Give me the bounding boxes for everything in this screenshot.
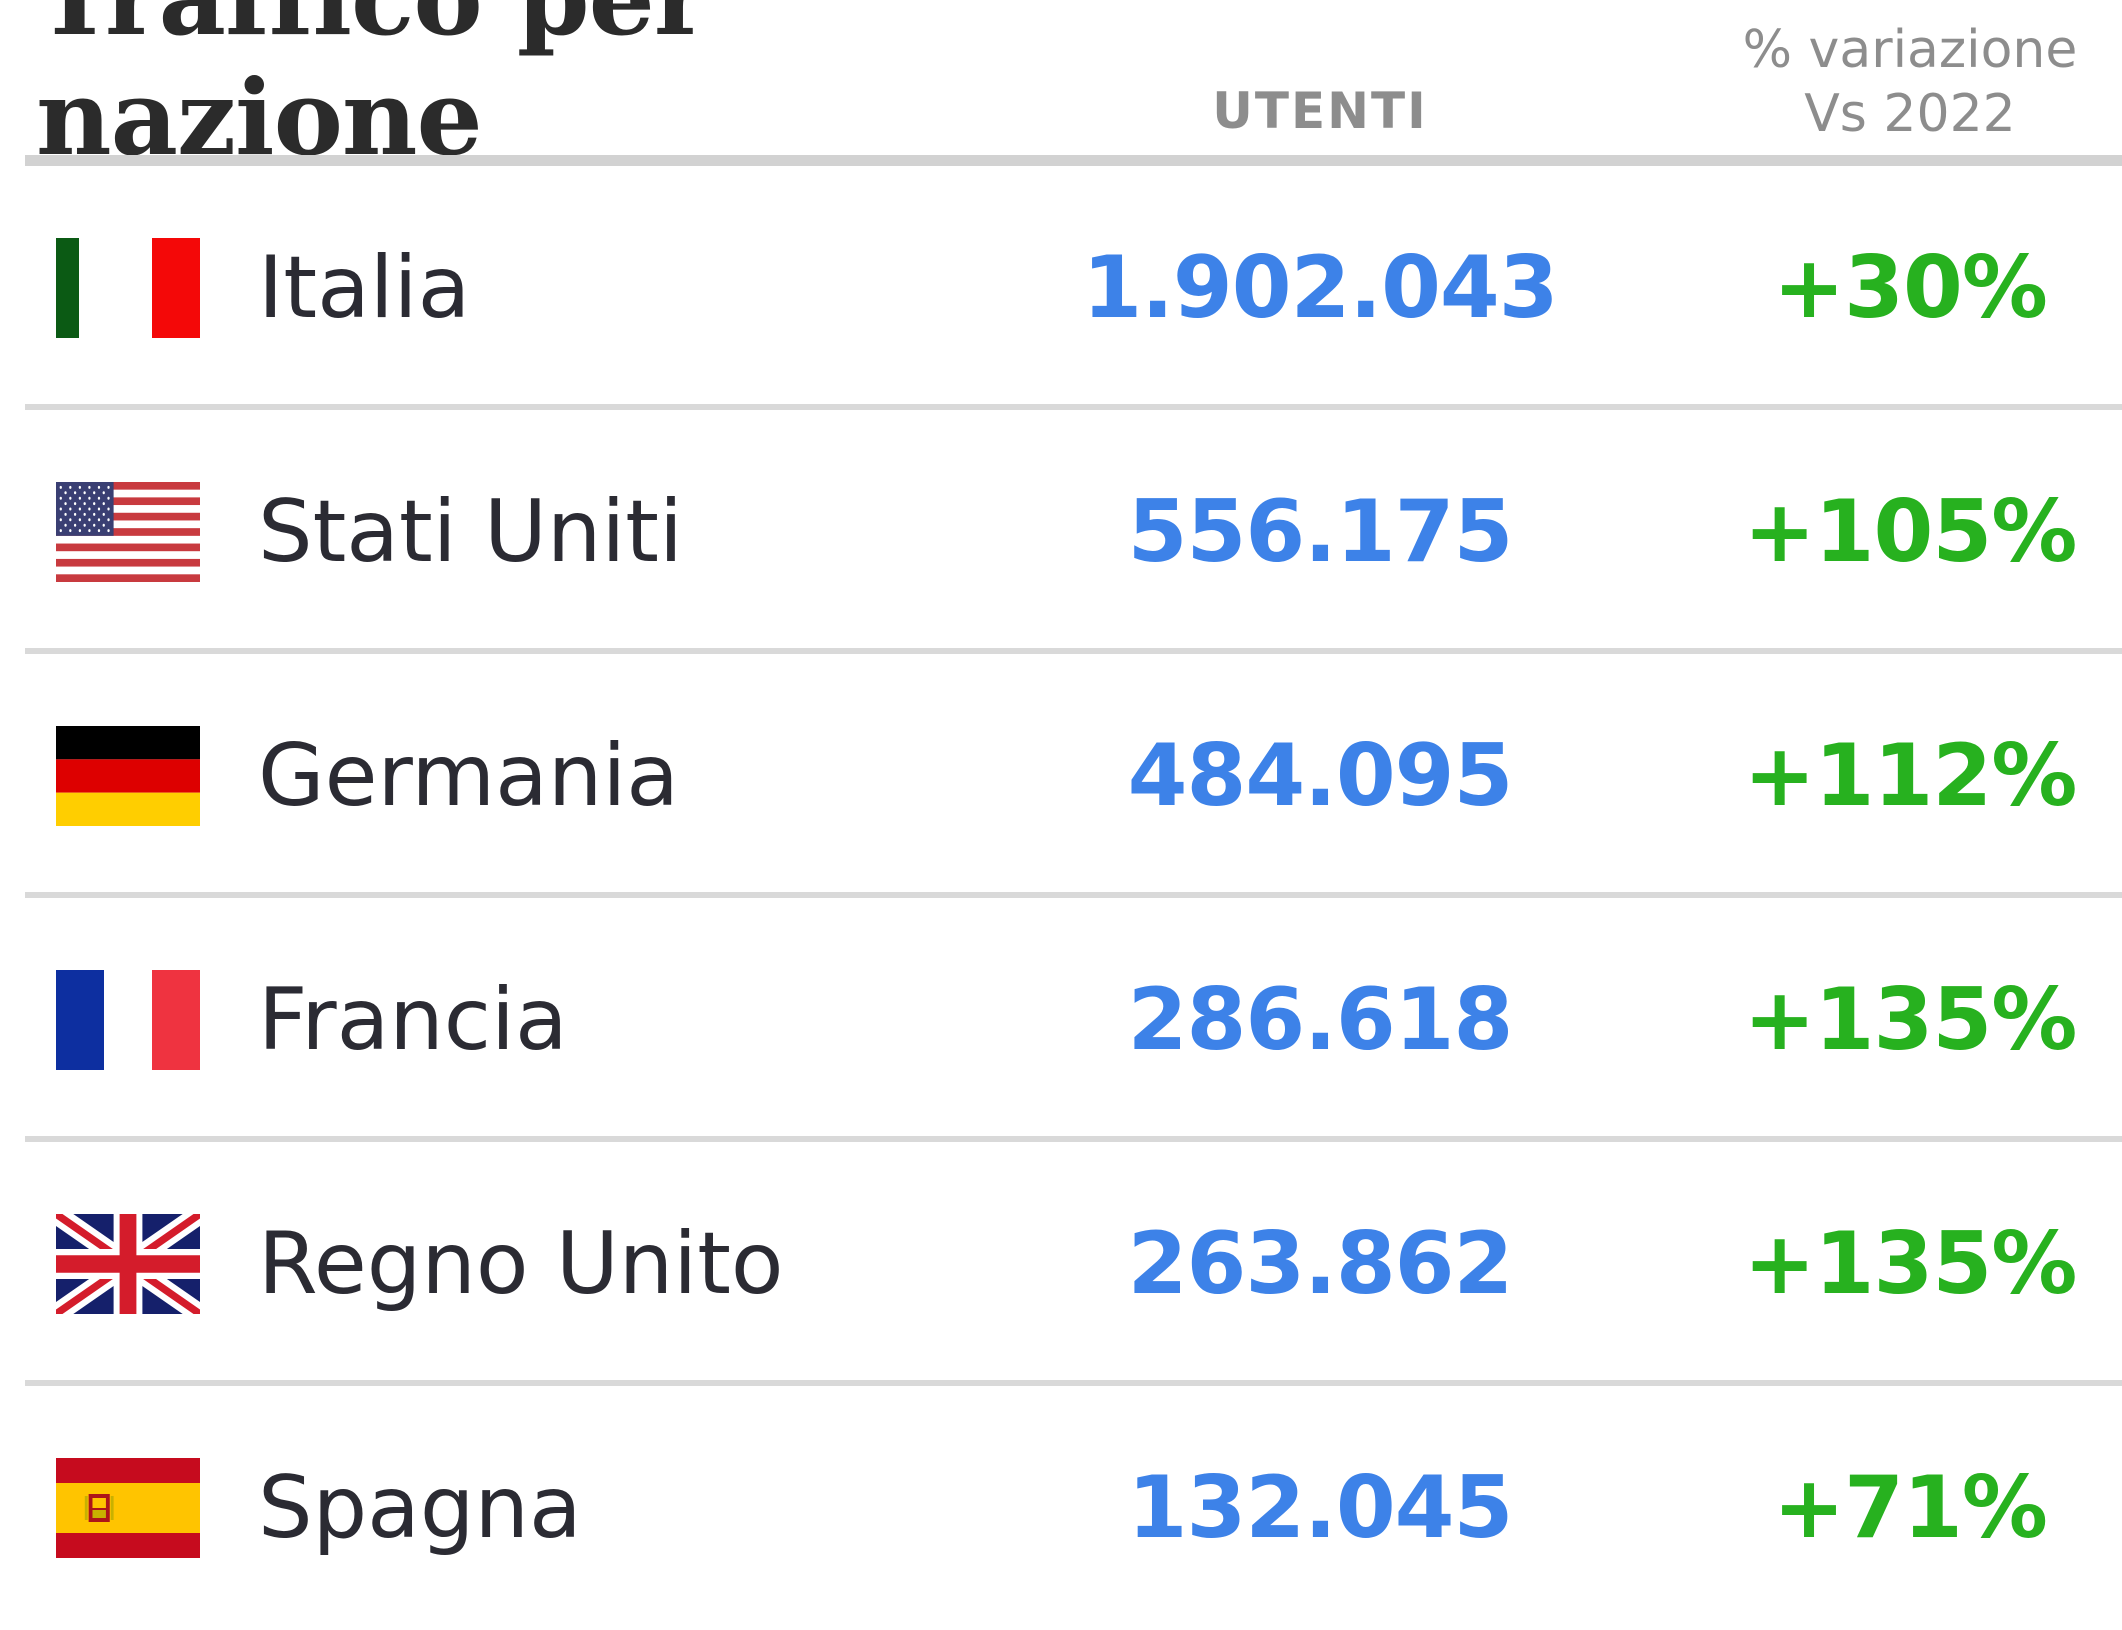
row-divider [25, 648, 2122, 654]
table-row: Germania 484.095 +112% [0, 654, 2122, 898]
change-column-header-line-1: % variazione [1742, 20, 2078, 80]
users-value: 263.862 [1127, 1214, 1514, 1314]
france-flag-icon [56, 970, 200, 1070]
change-value: +112% [1743, 726, 2078, 826]
users-value: 286.618 [1127, 970, 1514, 1070]
row-divider [25, 1136, 2122, 1142]
spain-flag-icon [56, 1458, 200, 1558]
uk-flag-icon [56, 1214, 200, 1314]
germany-flag-icon [56, 726, 200, 826]
change-value: +135% [1743, 970, 2078, 1070]
chart-title: Traffico per nazione [36, 0, 709, 178]
country-name: Italia [258, 238, 471, 338]
change-value: +105% [1743, 482, 2078, 582]
change-column-header: % variazione Vs 2022 [1680, 18, 2122, 146]
country-name: Regno Unito [258, 1214, 784, 1314]
row-divider [25, 1380, 2122, 1386]
chart-title-line-1: Traffico per [36, 0, 709, 58]
row-divider [25, 404, 2122, 410]
change-value: +30% [1773, 238, 2048, 338]
users-column-header: UTENTI [1212, 82, 1428, 140]
usa-flag-icon [56, 482, 200, 582]
country-name: Stati Uniti [258, 482, 683, 582]
change-value: +135% [1743, 1214, 2078, 1314]
country-name: Francia [258, 970, 568, 1070]
row-divider [25, 892, 2122, 898]
country-name: Germania [258, 726, 679, 826]
table-row: Stati Uniti 556.175 +105% [0, 410, 2122, 654]
country-name: Spagna [258, 1458, 582, 1558]
italy-flag-icon [56, 238, 200, 338]
table-row: Francia 286.618 +135% [0, 898, 2122, 1142]
table-row: Italia 1.902.043 +30% [0, 166, 2122, 410]
users-value: 556.175 [1127, 482, 1514, 582]
users-value: 1.902.043 [1082, 238, 1558, 338]
change-value: +71% [1773, 1458, 2048, 1558]
table-row: Spagna 132.045 +71% [0, 1386, 2122, 1630]
users-value: 132.045 [1127, 1458, 1514, 1558]
users-value: 484.095 [1127, 726, 1514, 826]
change-column-header-line-2: Vs 2022 [1804, 84, 2016, 144]
table-row: Regno Unito 263.862 +135% [0, 1142, 2122, 1386]
header-divider [25, 155, 2122, 166]
